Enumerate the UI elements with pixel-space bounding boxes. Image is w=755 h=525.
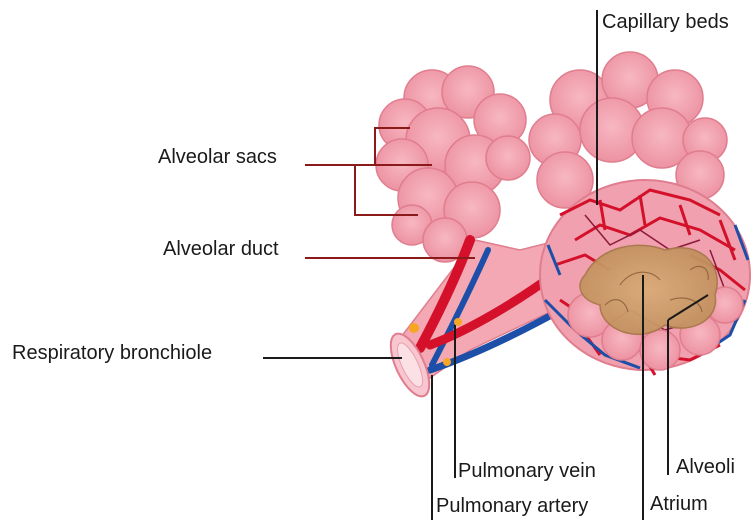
label-respiratory-bronchiole: Respiratory bronchiole: [12, 343, 212, 363]
label-pulmonary-vein: Pulmonary vein: [458, 461, 596, 481]
capillary-alveolus-cluster: [540, 180, 750, 375]
label-atrium: Atrium: [650, 494, 708, 514]
label-capillary-beds: Capillary beds: [602, 12, 729, 32]
label-alveolar-duct: Alveolar duct: [163, 239, 279, 259]
label-alveoli: Alveoli: [676, 457, 735, 477]
label-pulmonary-artery: Pulmonary artery: [436, 496, 588, 516]
label-alveolar-sacs: Alveolar sacs: [158, 147, 277, 167]
